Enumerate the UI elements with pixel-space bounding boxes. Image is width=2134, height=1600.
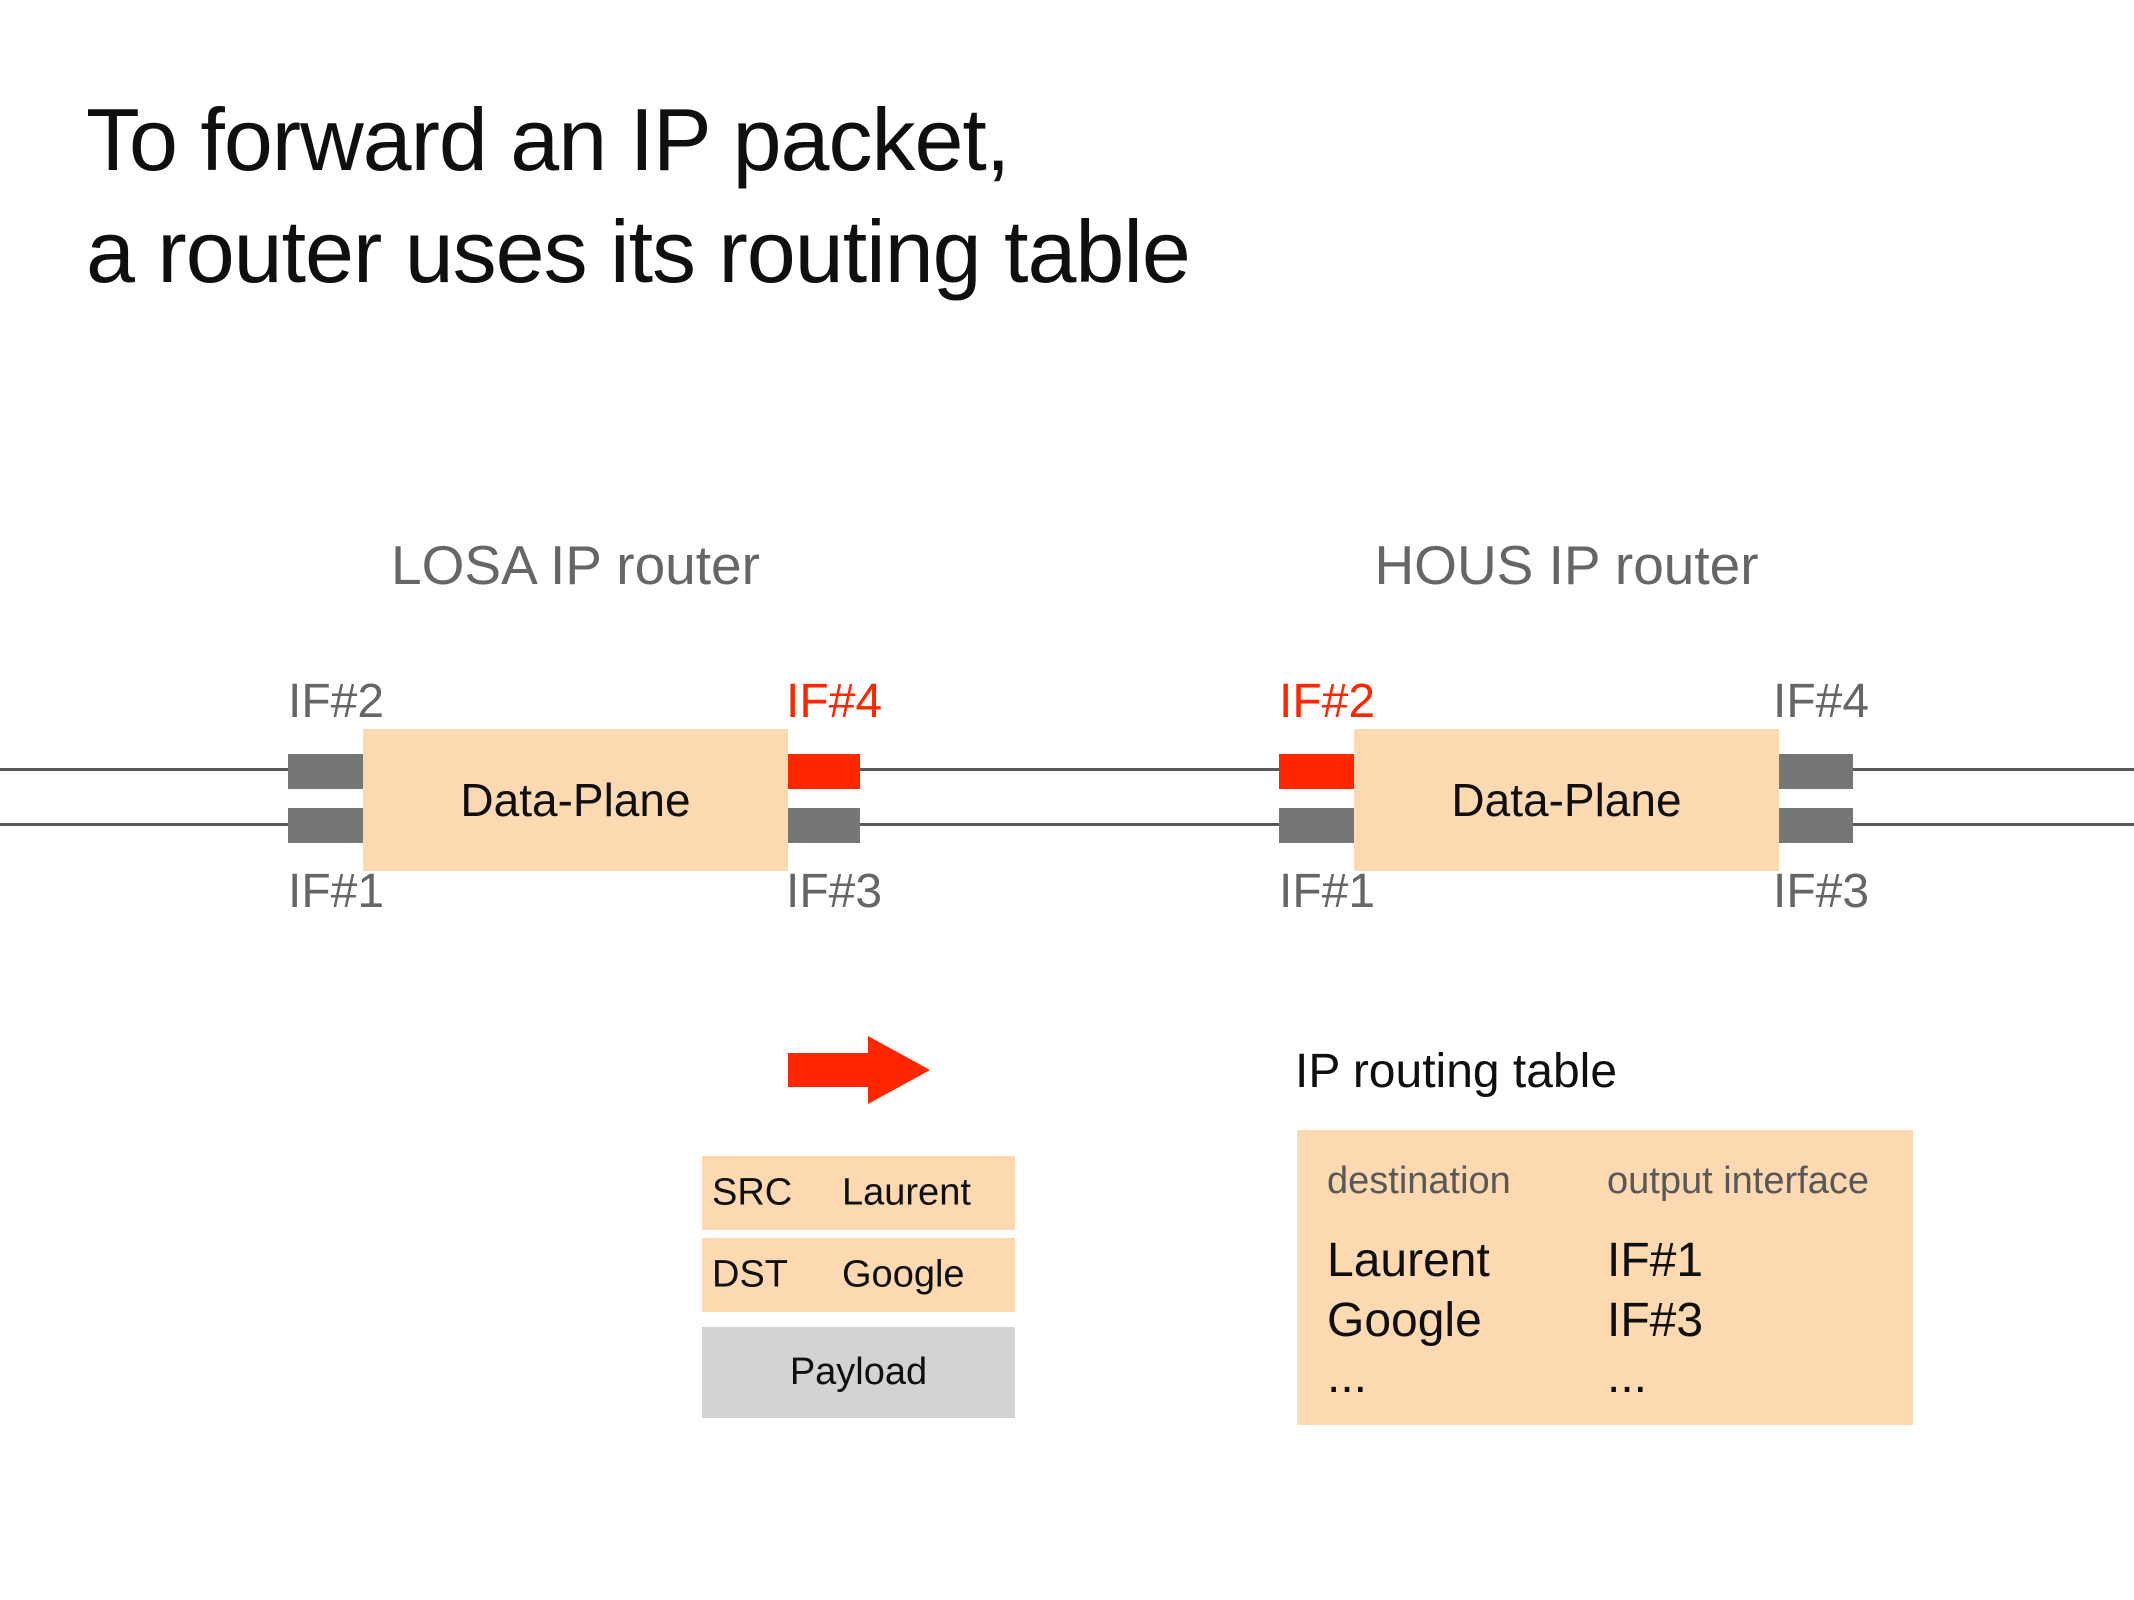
router-losa-connector-if4-highlighted [788,754,860,789]
forward-arrow-body [788,1053,868,1087]
slide-title-line2: a router uses its routing table [86,202,1191,301]
router-hous-connector-if4 [1779,754,1853,789]
router-losa-title: LOSA IP router [391,534,760,596]
packet-dst-row: DST Google [702,1238,1015,1312]
routing-table-row1-interface: IF#1 [1607,1234,1704,1287]
routing-table-header-destination: destination [1327,1160,1511,1202]
forward-arrow-icon [788,1036,930,1104]
router-hous-label-if4: IF#4 [1773,675,1870,728]
router-hous-connector-if3 [1779,808,1853,843]
packet-src-value: Laurent [842,1171,971,1214]
router-losa-connector-if3 [788,808,860,843]
router-hous-label-if2: IF#2 [1279,675,1376,728]
router-hous-connector-if2-highlighted [1279,754,1354,789]
router-losa-connector-if1 [288,808,363,843]
packet-payload-label: Payload [789,1351,928,1393]
router-hous-label-if3: IF#3 [1773,865,1870,918]
slide-title: To forward an IP packet, a router uses i… [86,84,1191,308]
routing-table-row1-destination: Laurent [1327,1234,1490,1287]
router-losa-label-if2: IF#2 [288,675,385,728]
router-losa-label-if3: IF#3 [786,865,883,918]
packet-src-row: SRC Laurent [702,1156,1015,1230]
routing-table-row2-interface: IF#3 [1607,1294,1704,1347]
packet-src-field: SRC [712,1171,793,1214]
router-hous-title: HOUS IP router [1374,534,1759,596]
link-line-bottom [0,823,2134,826]
routing-table-row3-destination: ... [1327,1350,1368,1403]
routing-table: destination output interface Laurent IF#… [1297,1130,1913,1425]
router-losa-label-if4: IF#4 [786,675,883,728]
router-hous-label-if1: IF#1 [1279,865,1376,918]
routing-table-row2-destination: Google [1327,1294,1482,1347]
router-hous-data-plane-label: Data-Plane [1451,774,1682,826]
link-line-top [0,768,2134,771]
router-hous-connector-if1 [1279,808,1354,843]
slide-title-line1: To forward an IP packet, [86,90,1010,189]
packet-dst-value: Google [842,1253,965,1296]
router-hous-data-plane-box: Data-Plane [1354,729,1779,871]
packet-payload-row: Payload [702,1327,1015,1418]
router-losa-data-plane-label: Data-Plane [460,774,691,826]
routing-table-row3-interface: ... [1607,1350,1648,1403]
routing-table-title: IP routing table [1295,1045,1618,1098]
forward-arrow-head [868,1036,930,1104]
router-losa-label-if1: IF#1 [288,865,385,918]
routing-table-header-output-interface: output interface [1607,1160,1869,1202]
router-losa-connector-if2 [288,754,363,789]
router-losa-data-plane-box: Data-Plane [363,729,788,871]
packet-dst-field: DST [712,1253,788,1296]
